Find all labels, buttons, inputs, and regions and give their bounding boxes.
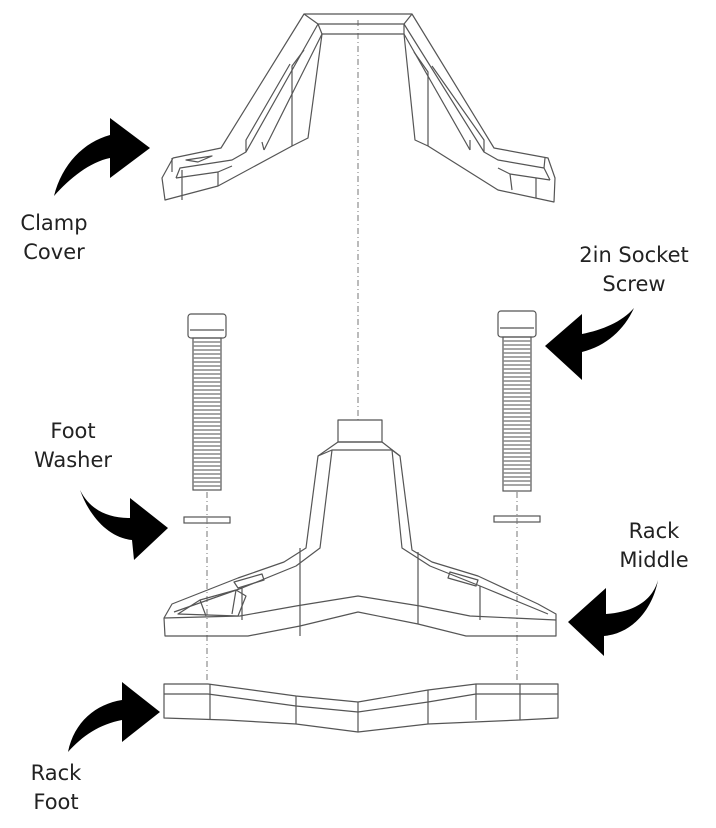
screw-head — [497, 310, 537, 338]
screw-shank — [502, 336, 532, 492]
clamp-cover-label-line2: Cover — [23, 240, 85, 264]
screw-threads — [503, 340, 531, 486]
socket-screw-label-line2: Screw — [602, 272, 666, 296]
rack-middle-label-line2: Middle — [619, 548, 689, 572]
socket-screw-label-line1: 2in Socket — [579, 243, 689, 267]
foot-washer-label-line2: Washer — [33, 448, 113, 472]
foot-washer-label-line1: Foot — [50, 419, 96, 443]
rack-foot-label: Rack Foot — [16, 759, 96, 817]
rack-middle-arrow — [568, 580, 658, 656]
clamp-cover-label: Clamp Cover — [4, 209, 104, 267]
rack-middle-label-line1: Rack — [628, 519, 680, 543]
rack-foot-part — [163, 683, 559, 733]
foot-washer-arrow — [80, 490, 168, 560]
clamp-cover-label-line1: Clamp — [20, 211, 88, 235]
rack-foot-label-line1: Rack — [30, 761, 82, 785]
rack-middle-label: Rack Middle — [598, 517, 710, 575]
socket-screw-arrow — [545, 308, 634, 380]
socket-screw-right — [497, 310, 537, 492]
clamp-cover-arrow — [54, 118, 150, 196]
foot-washer-label: Foot Washer — [18, 417, 128, 475]
rack-foot-arrow — [68, 682, 160, 752]
rack-foot-label-line2: Foot — [33, 790, 79, 814]
clamp-cover-part — [161, 13, 556, 203]
rack-middle-part — [163, 419, 557, 637]
screw-threads — [193, 341, 221, 487]
screw-head — [187, 313, 227, 339]
socket-screw-label: 2in Socket Screw — [556, 241, 712, 299]
socket-screw-left — [187, 313, 227, 491]
